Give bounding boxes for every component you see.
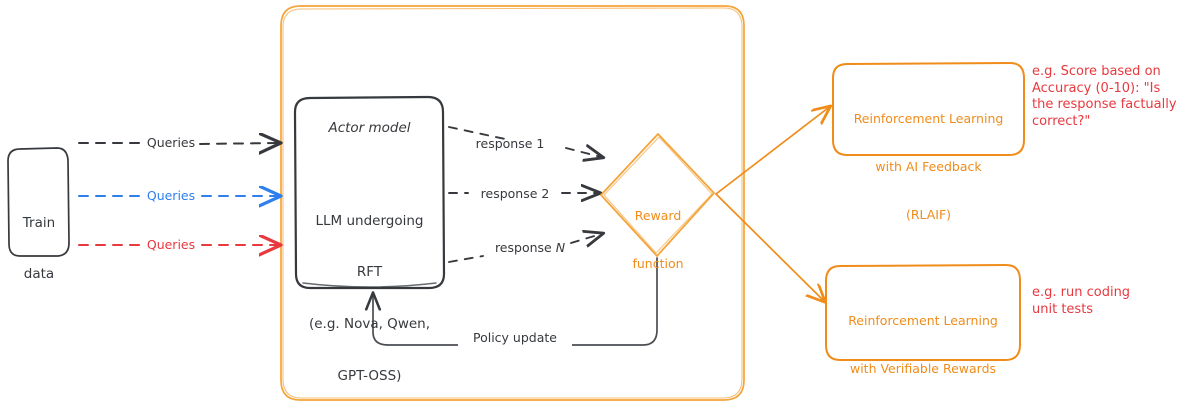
rlaif-box[interactable]: [832, 61, 1025, 156]
reward-to-rlvr-arrow: [715, 193, 823, 300]
reward-function-diamond: [600, 133, 715, 257]
queries-arrow-black: [78, 143, 277, 144]
train-data-box: [7, 147, 70, 257]
response-n-arrow: [448, 234, 601, 263]
reward-to-rlaif-arrow: [715, 108, 828, 195]
actor-model-box: [293, 95, 446, 290]
response-1-arrow: [448, 126, 601, 157]
rft-loop-container: [280, 5, 745, 401]
rlvr-box[interactable]: [825, 263, 1021, 361]
